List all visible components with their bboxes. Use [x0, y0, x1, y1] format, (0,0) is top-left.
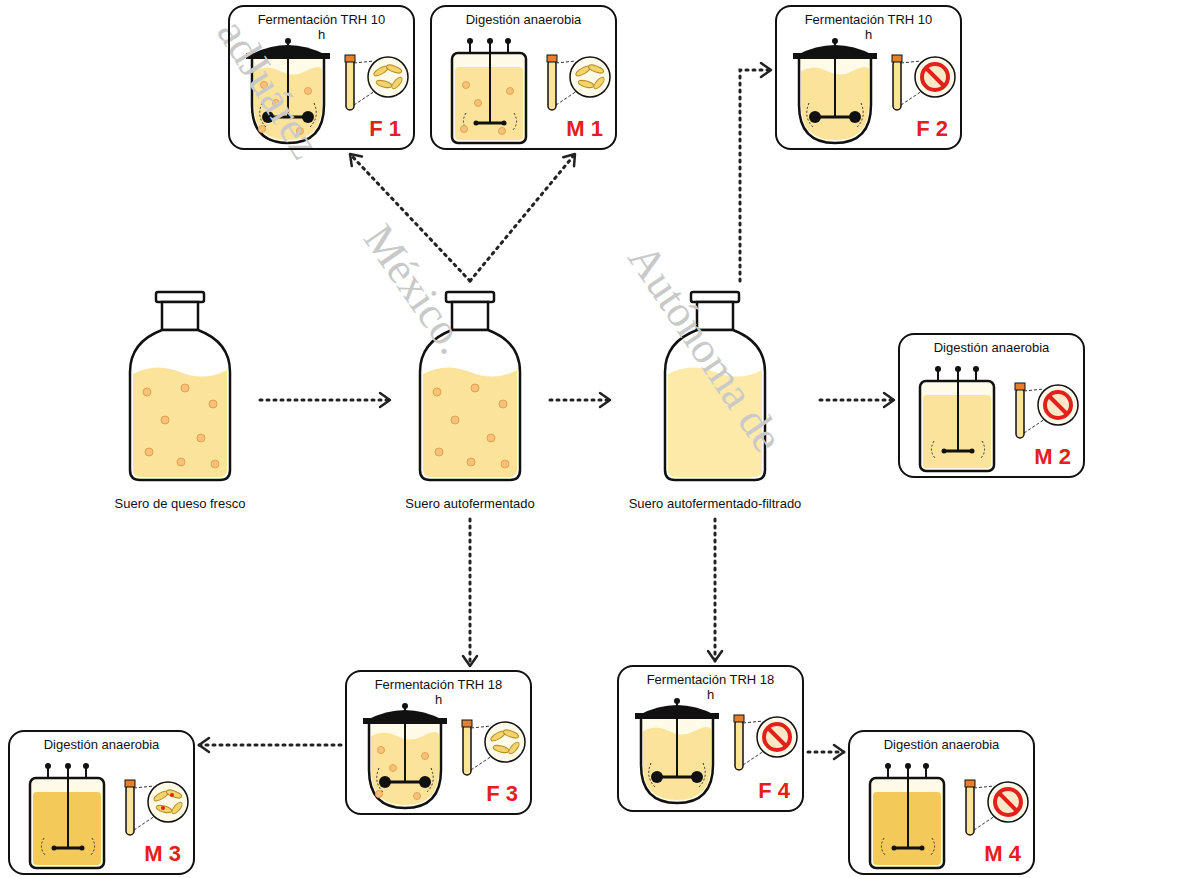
arrow-head [463, 656, 477, 666]
process-title: Fermentación TRH 10 h [257, 12, 387, 42]
reactor-code: F 2 [916, 116, 948, 142]
process-box: Digestión anaerobia M 4 [848, 730, 1035, 875]
reactor-code: M 4 [984, 841, 1021, 867]
arrow-head [380, 393, 390, 407]
process-box: Fermentación TRH 18 h F 3 [345, 670, 532, 815]
flow-line [820, 399, 894, 402]
reactor-code: M 1 [566, 116, 603, 142]
flow-line [469, 519, 472, 666]
process-box: Digestión anaerobia M 2 [898, 333, 1085, 478]
arrow-head [884, 393, 894, 407]
flow-line [550, 399, 610, 402]
process-title: Fermentación TRH 10 h [804, 12, 934, 42]
flow-line [714, 519, 717, 661]
arrow-head [600, 393, 610, 407]
flow-arrow [740, 63, 771, 281]
flow-line [260, 399, 390, 402]
process-box: Digestión anaerobia M 3 [8, 730, 195, 875]
whey-bottle: Suero de queso fresco [104, 285, 256, 515]
reactor-code: F 1 [369, 116, 401, 142]
process-box: Digestión anaerobia M 1 [430, 5, 617, 150]
process-title: Digestión anaerobia [459, 12, 589, 27]
bottle-label: Suero autofermentado [394, 496, 546, 511]
flow-arrow [470, 154, 575, 281]
watermark: México. [353, 215, 478, 363]
flow-line [808, 751, 844, 754]
process-box: Fermentación TRH 10 h F 1 [228, 5, 415, 150]
flow-arrow [708, 519, 722, 661]
flow-line [470, 154, 575, 281]
arrow-head [834, 745, 844, 759]
arrow-head [199, 738, 209, 752]
whey-bottle: Suero autofermentado [394, 285, 546, 515]
arrow-head [563, 154, 575, 166]
arrow-head [350, 154, 362, 166]
flow-arrow [808, 745, 844, 759]
process-title: Digestión anaerobia [877, 737, 1007, 752]
flow-arrow [199, 738, 341, 752]
flow-line [740, 70, 771, 281]
reactor-code: M 2 [1034, 444, 1071, 470]
bottle-label: Suero de queso fresco [104, 496, 256, 511]
flow-arrow [820, 393, 894, 407]
arrow-head [761, 63, 771, 77]
reactor-code: F 4 [758, 778, 790, 804]
arrow-head [708, 651, 722, 661]
bottle-label: Suero autofermentado-filtrado [614, 496, 816, 511]
reactor-code: F 3 [486, 781, 518, 807]
process-box: Fermentación TRH 10 h F 2 [775, 5, 962, 150]
reactor-code: M 3 [144, 841, 181, 867]
process-title: Digestión anaerobia [927, 340, 1057, 355]
flow-arrow [260, 393, 390, 407]
process-title: Digestión anaerobia [37, 737, 167, 752]
flow-line [199, 744, 341, 747]
flow-arrow [550, 393, 610, 407]
whey-bottle: Suero autofermentado-filtrado [614, 285, 816, 515]
process-box: Fermentación TRH 18 h F 4 [617, 665, 804, 812]
process-title: Fermentación TRH 18 h [646, 672, 776, 702]
process-title: Fermentación TRH 18 h [374, 677, 504, 707]
flow-arrow [463, 519, 477, 666]
